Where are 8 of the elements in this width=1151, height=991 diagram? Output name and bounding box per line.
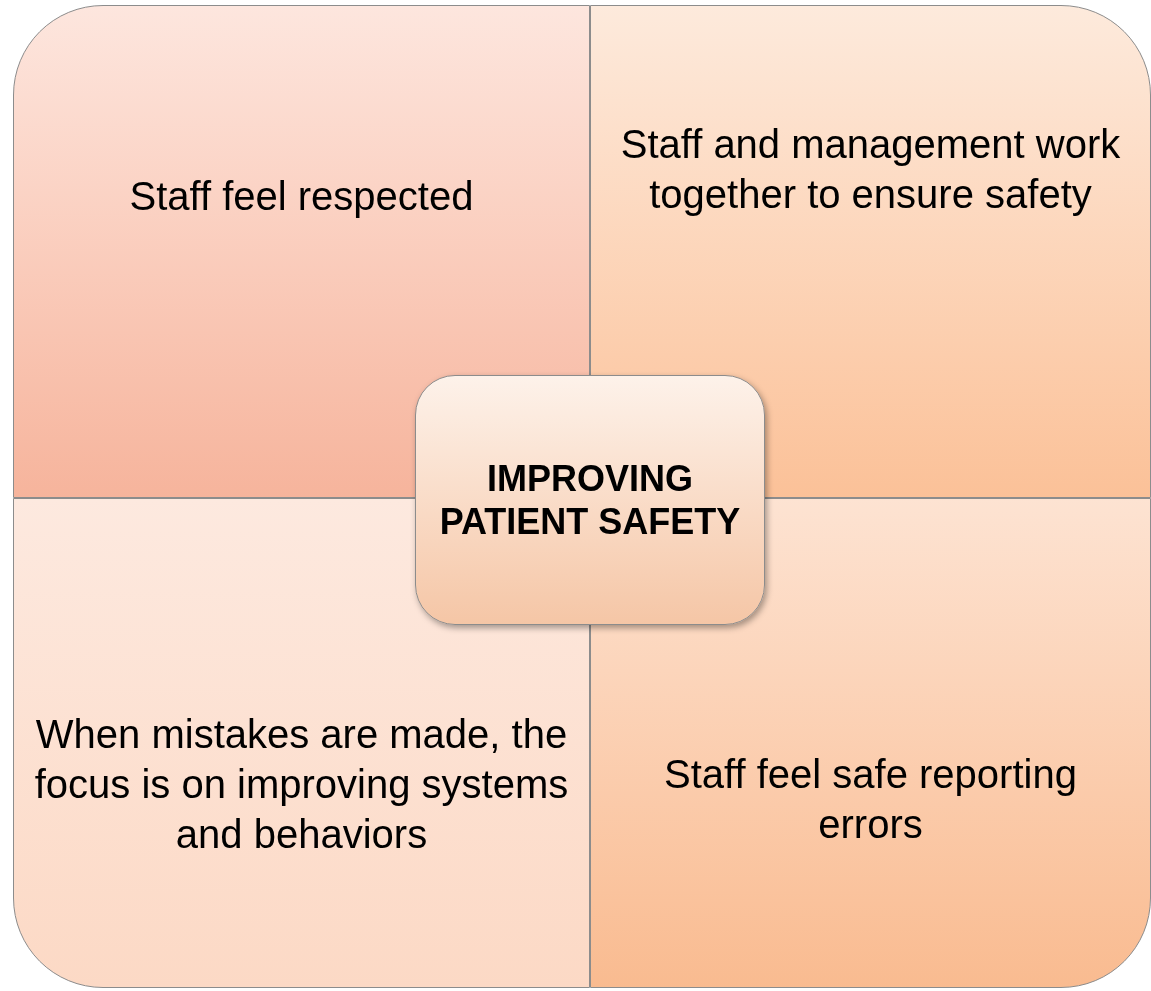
quadrant-text: Staff feel respected: [129, 173, 474, 220]
quadrant-text: When mistakes are made, the focus is on improving systems and behaviors: [34, 711, 569, 858]
quadrant-text: Staff feel safe reporting errors: [663, 751, 1078, 848]
quadrant-panel: [590, 498, 1151, 988]
center-title: IMPROVING PATIENT SAFETY: [438, 456, 742, 544]
quadrant-text: Staff and management work together to ensure safety: [619, 121, 1122, 218]
center-box: [415, 375, 765, 625]
quadrant-panel: [13, 498, 590, 988]
